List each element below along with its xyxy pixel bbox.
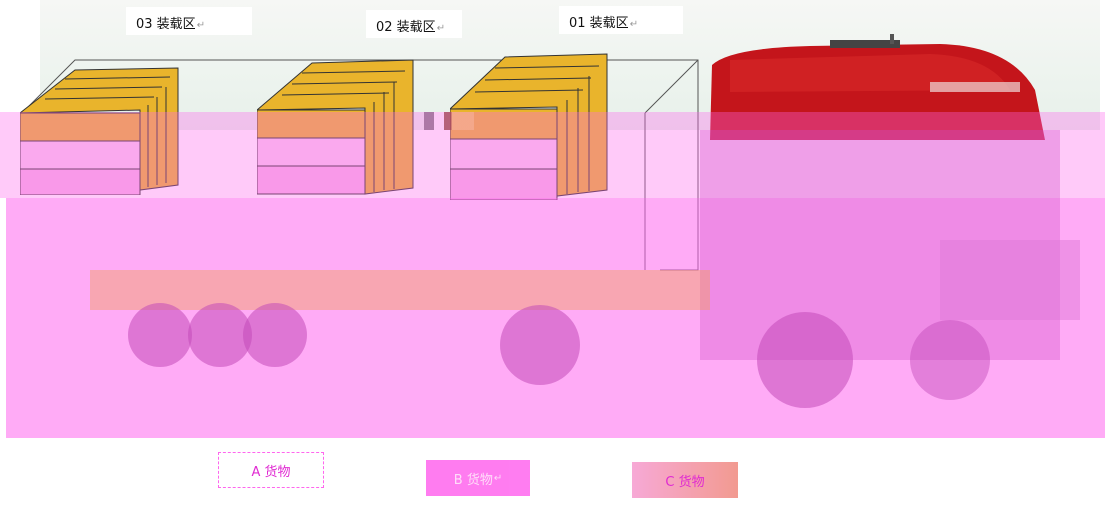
- truck-cab-illustration: [710, 34, 1045, 140]
- crate-stack-drawing: [450, 53, 608, 200]
- legend-label: A 货物: [251, 464, 291, 480]
- paragraph-mark-icon: ↵: [196, 20, 206, 31]
- crate-stack-01: [450, 52, 610, 200]
- image-artifact-icon: [424, 112, 474, 130]
- zone-label-03: 03 装载区↵: [126, 7, 252, 35]
- crate-stack-03: [20, 65, 185, 195]
- paragraph-mark-icon: ↵: [493, 472, 503, 484]
- crate-stack-02: [257, 58, 417, 198]
- legend-cargo-b: B 货物↵: [426, 460, 530, 496]
- zone-label-text: 03 装载区: [136, 17, 196, 32]
- paragraph-mark-icon: ↵: [629, 19, 639, 30]
- legend-label: B 货物: [453, 472, 493, 488]
- paragraph-mark-icon: ↵: [436, 23, 446, 34]
- zone-label-text: 01 装载区: [569, 16, 629, 31]
- crate-stack-drawing: [257, 59, 414, 195]
- legend-label: C 货物: [665, 474, 705, 490]
- crate-stack-drawing: [20, 67, 179, 195]
- legend-cargo-c: C 货物: [632, 462, 738, 498]
- legend-cargo-a: A 货物: [218, 452, 324, 488]
- zone-label-02: 02 装载区↵: [366, 10, 462, 38]
- zone-label-01: 01 装载区↵: [559, 6, 683, 34]
- zone-label-text: 02 装载区: [376, 20, 436, 35]
- truck-body-illustration: [90, 130, 1080, 408]
- magenta-overlay-upper: [0, 112, 1105, 198]
